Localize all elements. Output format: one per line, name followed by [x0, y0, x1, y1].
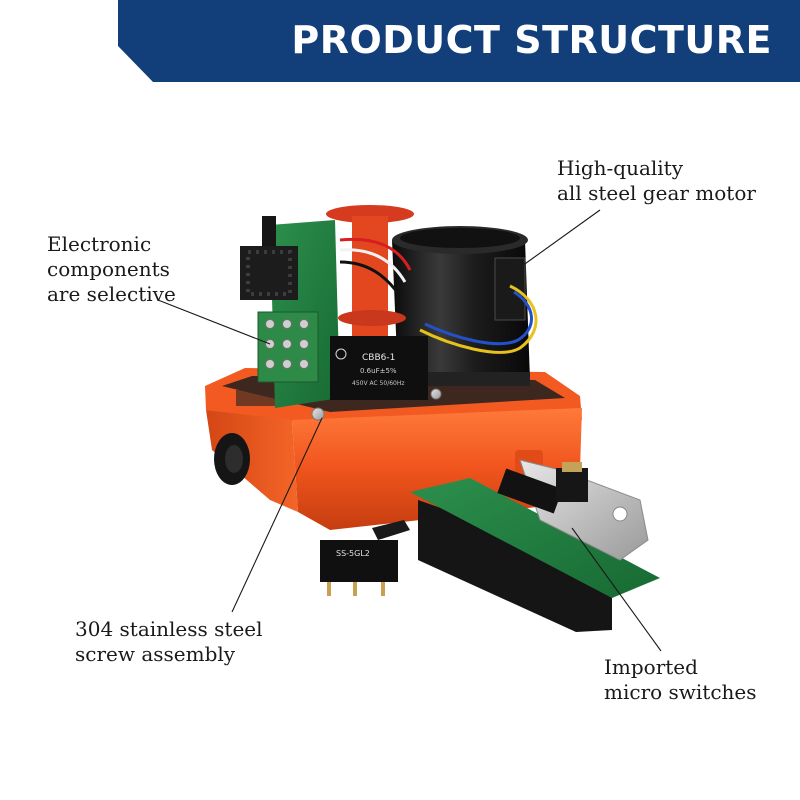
- motor-leader-line: [521, 209, 601, 267]
- micro-switch-label-text: SS-5GL2: [336, 549, 370, 558]
- header-title: PRODUCT STRUCTURE: [291, 18, 772, 62]
- micro-switch-on-pcb: [497, 468, 563, 514]
- switch-terminal-strip: [418, 500, 612, 632]
- callout-switches: Imported micro switches: [604, 655, 757, 705]
- motor-wire-yellow: [419, 284, 538, 354]
- switch-pcb-assembly: [410, 459, 660, 632]
- terminal-screws: [265, 319, 309, 369]
- screw-leader-line: [231, 417, 323, 613]
- motor-wire-blue: [424, 290, 533, 346]
- cable-gland-inner: [225, 445, 243, 473]
- mounting-screw: [430, 388, 442, 400]
- bracket-hole: [612, 506, 628, 522]
- micro-switch-pin: [381, 582, 385, 596]
- switch-pcb-board: [410, 478, 660, 598]
- mounting-screw: [311, 407, 325, 421]
- header-banner: [118, 0, 800, 82]
- motor-top-rim: [400, 228, 520, 248]
- callout-leader-lines: [157, 209, 662, 652]
- indicator-disc: [326, 205, 414, 223]
- terminal-screw: [282, 339, 292, 349]
- micro-switch-lever: [372, 520, 410, 540]
- wire-bundle-white: [339, 248, 407, 283]
- switches-leader-line: [571, 527, 662, 652]
- terminal-screw: [282, 359, 292, 369]
- motor-base: [400, 372, 530, 386]
- micro-switch-pin: [327, 582, 331, 596]
- micro-switch-on-pcb: [556, 468, 588, 502]
- capacitor-model-text: CBB6-1: [362, 353, 395, 363]
- callout-motor-line1: High-quality: [557, 156, 684, 180]
- callout-electronic-line1: Electronic: [47, 232, 152, 256]
- callout-screw-line2: screw assembly: [75, 642, 236, 666]
- cam-disc: [338, 310, 406, 326]
- callout-motor-line2: all steel gear motor: [557, 181, 756, 205]
- terminal-screw: [265, 359, 275, 369]
- switch-pins: [562, 462, 582, 472]
- electronic-leader-line: [157, 299, 271, 345]
- switch-black-top: [262, 216, 276, 246]
- micro-switch-pin: [353, 582, 357, 596]
- loose-micro-switch: SS-5GL2: [320, 520, 410, 596]
- terminal-screw: [282, 319, 292, 329]
- wire-bundle-black: [339, 260, 402, 297]
- callout-electronic-line3: are selective: [47, 282, 176, 306]
- capacitor-body: [330, 336, 428, 400]
- motor-bracket: [494, 257, 526, 321]
- callout-electronic-line2: components: [47, 257, 170, 281]
- callout-electronic: Electronic components are selective: [47, 232, 176, 307]
- callout-switches-line1: Imported: [604, 655, 698, 679]
- header-banner-shape: [118, 0, 800, 82]
- red-shaft-indicator: [326, 205, 414, 336]
- capacitor-cert-mark: [335, 348, 347, 360]
- wire-bundle-red: [339, 237, 412, 271]
- terminal-screw: [299, 319, 309, 329]
- terminal-screw: [299, 359, 309, 369]
- micro-switch-body: [320, 540, 398, 582]
- terminal-fins: [246, 250, 292, 296]
- callout-motor: High-quality all steel gear motor: [557, 156, 756, 206]
- terminal-screw: [265, 319, 275, 329]
- callout-screw-line1: 304 stainless steel: [75, 617, 263, 641]
- housing-slot: [236, 390, 276, 406]
- terminal-screw: [299, 339, 309, 349]
- callout-switches-line2: micro switches: [604, 680, 757, 704]
- callout-screw: 304 stainless steel screw assembly: [75, 617, 263, 667]
- capacitor-voltage-text: 450V AC 50/60Hz: [352, 380, 405, 387]
- capacitor-rating-text: 0.6uF±5%: [360, 367, 397, 375]
- electronic-pcb-assembly: CBB6-1 0.6uF±5% 450V AC 50/60Hz: [240, 216, 442, 421]
